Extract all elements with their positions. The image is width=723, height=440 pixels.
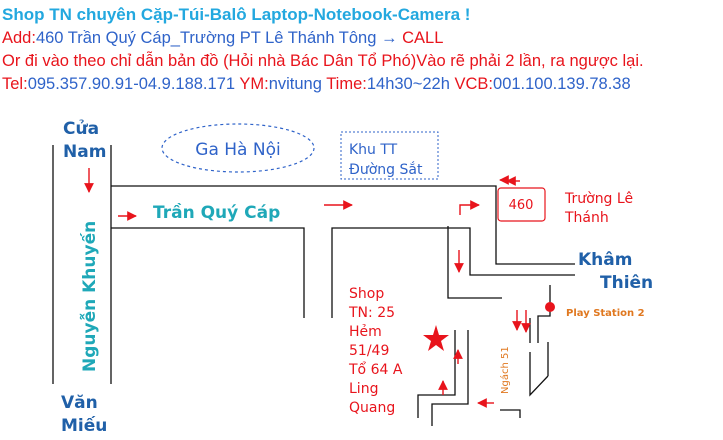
- tel-value: 095.357.90.91-04.9.188.171: [27, 75, 236, 93]
- kham-thien-label-1: Khâm: [578, 250, 632, 270]
- vcb-value: 001.100.139.78.38: [493, 75, 631, 93]
- ga-ha-noi-ellipse: [161, 123, 315, 173]
- address-line: Add:460 Trần Quý Cáp_Trường PT Lê Thánh …: [2, 28, 443, 48]
- tran-quy-cap-label: Trần Quý Cáp: [153, 202, 280, 223]
- khu-tt-box: [340, 131, 439, 180]
- play-station-dot: [545, 302, 555, 312]
- time-label: Time:: [326, 75, 367, 93]
- vcb-label: VCB:: [454, 75, 494, 93]
- shop-line-4: 51/49: [349, 343, 389, 359]
- address-label: Add:: [2, 29, 36, 47]
- shop-line-3: Hẻm: [349, 324, 382, 340]
- call-text: CALL: [402, 29, 444, 47]
- alley-right-1: [537, 285, 551, 343]
- cua-nam-label-2: Nam: [63, 142, 106, 162]
- ym-label: YM:: [239, 75, 269, 93]
- contact-line: Tel:095.357.90.91-04.9.188.171 YM:nvitun…: [2, 74, 631, 94]
- road-tran-quy-cap-bottom: [111, 227, 305, 318]
- ym-value: nvitung: [268, 75, 322, 93]
- shop-line-2: TN: 25: [348, 305, 395, 321]
- road-mid-branch: [447, 226, 502, 299]
- address-text: 460 Trần Quý Cáp_Trường PT Lê Thánh Tông: [35, 29, 377, 47]
- alley-bottom: [500, 342, 549, 418]
- play-station-label: Play Station 2: [566, 308, 645, 319]
- kham-thien-label-2: Thiên: [600, 273, 653, 293]
- shop-title: Shop TN chuyên Cặp-Túi-Balô Laptop-Noteb…: [2, 5, 471, 24]
- khu-tt-label-1: Khu TT: [349, 142, 398, 158]
- truong-le-label-1: Trường Lê: [564, 191, 633, 207]
- shop-line-5: Tổ 64 A: [348, 361, 403, 378]
- alley-left-1: [417, 330, 456, 418]
- road-lower-edge: [331, 227, 575, 318]
- direction-arrows: [84, 168, 531, 408]
- alley-left-2: [431, 330, 469, 426]
- tel-label: Tel:: [2, 75, 28, 93]
- cua-nam-label-1: Cửa: [63, 119, 99, 139]
- arrow-right-icon: →: [381, 29, 398, 47]
- ga-ha-noi-label: Ga Hà Nội: [195, 140, 280, 160]
- van-mieu-label-2: Miếu: [61, 415, 107, 436]
- road-top-edge: [111, 185, 575, 265]
- van-mieu-label-1: Văn: [61, 393, 98, 413]
- road-lines: [52, 145, 575, 426]
- nguyen-khuyen-label: Nguyễn Khuyến: [78, 221, 100, 372]
- truong-le-label-2: Thánh: [564, 210, 609, 226]
- shop-line-6: Ling: [349, 381, 378, 397]
- shop-line-1: Shop: [349, 286, 384, 302]
- shop-line-7: Quang: [349, 400, 395, 416]
- shop-star-icon: [423, 325, 449, 351]
- arrow-turn-icon: [459, 200, 480, 215]
- house-number-box: [497, 187, 546, 222]
- house-number: 460: [509, 198, 534, 213]
- directions-line: Or đi vào theo chỉ dẫn bản đồ (Hỏi nhà B…: [2, 52, 644, 70]
- khu-tt-label-2: Đường Sắt: [349, 161, 423, 178]
- ngach-label: Ngách 51: [499, 346, 511, 394]
- time-value: 14h30~22h: [366, 75, 450, 93]
- shop-label: Shop TN: 25 Hẻm 51/49 Tổ 64 A Ling Quang: [348, 286, 403, 416]
